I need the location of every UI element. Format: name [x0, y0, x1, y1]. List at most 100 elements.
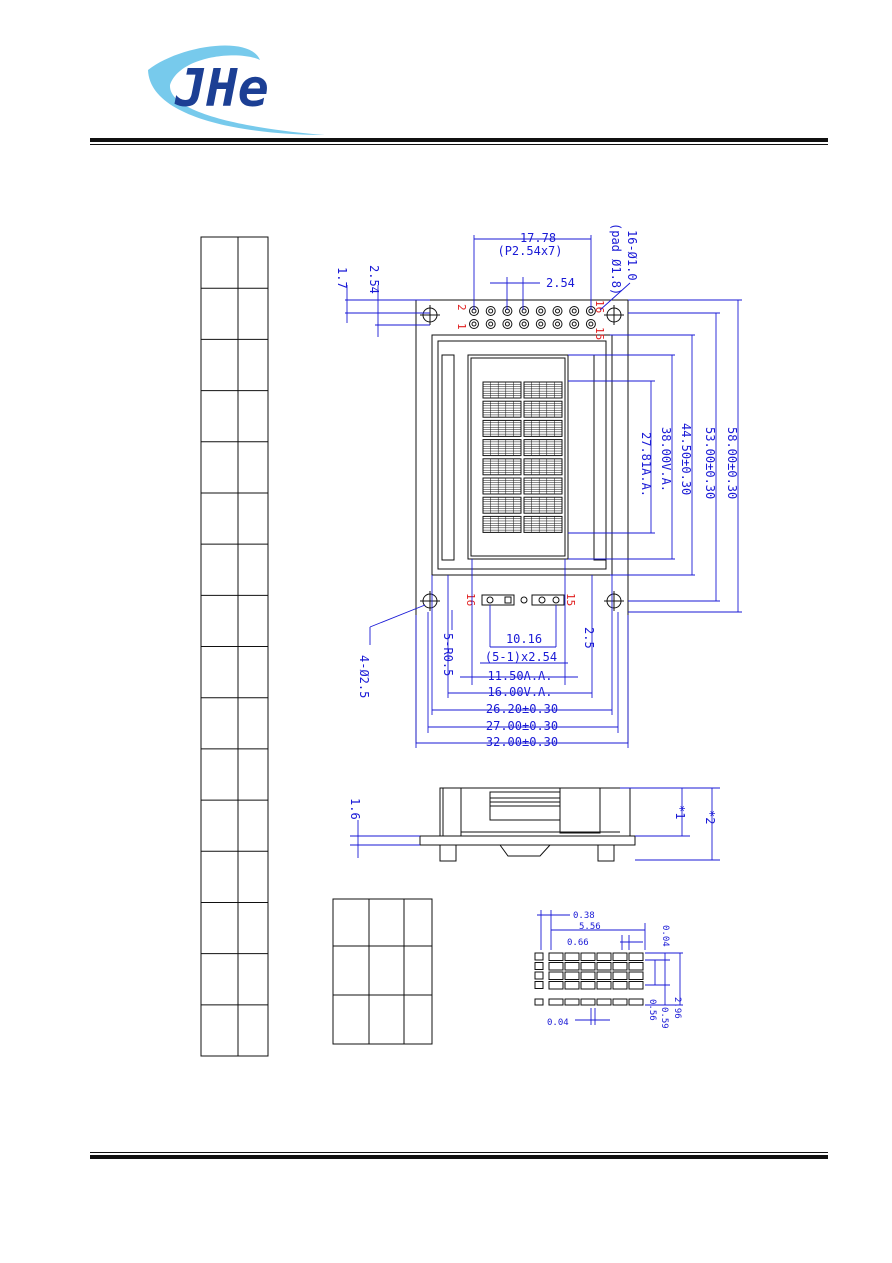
detail-dot — [548, 952, 564, 961]
pin-hole — [538, 308, 544, 314]
char-cell — [523, 496, 563, 514]
pin-hole — [571, 308, 577, 314]
pin-hole — [471, 321, 477, 327]
dim-1-7: 1.7 — [335, 267, 349, 289]
detail-dot — [564, 962, 580, 971]
detail-dot — [628, 962, 644, 971]
char-cell — [523, 515, 563, 533]
header-rule-thin — [90, 144, 828, 145]
dim-2-96: 2.96 — [672, 997, 682, 1019]
dim-0-04-top: 0.04 — [660, 925, 670, 947]
detail-dot — [580, 971, 596, 980]
pin-16-label: 16 — [593, 300, 606, 313]
char-cell — [482, 439, 522, 457]
detail-dot — [534, 952, 544, 961]
detail-dot — [612, 998, 628, 1006]
pad-diameter-label: (pad Ø1.8) — [609, 223, 623, 295]
dot-detail-drawing: 0.38 5.56 0.66 0.04 0.56 0.59 2.96 0.04 — [534, 910, 683, 1029]
bezel-outline — [431, 334, 613, 576]
logo-swoosh — [148, 45, 325, 135]
pin-pad — [535, 306, 546, 316]
viewing-area — [467, 354, 569, 560]
dim-27: 27.00±0.30 — [486, 719, 558, 733]
dim-44-5: 44.50±0.30 — [679, 423, 693, 495]
char-cell — [482, 458, 522, 476]
char-cell — [523, 477, 563, 495]
pin-pad — [469, 319, 479, 329]
footer-rule — [90, 1152, 828, 1153]
detail-dot — [596, 962, 612, 971]
char-cell — [482, 400, 522, 418]
pin-15-label: 15 — [593, 327, 606, 340]
pin-hole — [521, 321, 527, 327]
pin-table — [200, 236, 269, 1057]
pin-pad — [552, 319, 563, 329]
front-view-drawing: 2 1 16 15 16 15 17.78 (P2.54x7) 2.54 16-… — [335, 223, 742, 749]
detail-dot — [628, 981, 644, 990]
detail-dot — [534, 998, 544, 1006]
detail-dot — [534, 981, 544, 989]
char-cell — [482, 381, 522, 399]
pin-hole — [555, 321, 560, 327]
char-cell — [482, 515, 522, 533]
pin-pad — [569, 306, 580, 316]
char-cell — [523, 419, 563, 437]
detail-dot — [596, 998, 612, 1006]
pin-16b-label: 16 — [464, 593, 477, 606]
detail-dot — [548, 998, 564, 1006]
dim-star2: *2 — [703, 810, 717, 824]
pin-pad — [535, 319, 546, 329]
char-cell — [523, 381, 563, 399]
pin-hole — [588, 321, 594, 327]
detail-dot — [612, 962, 628, 971]
dim-58: 58.00±0.30 — [725, 427, 739, 499]
detail-dot — [612, 981, 628, 990]
pin-1-label: 1 — [455, 323, 468, 330]
pin-hole — [521, 308, 527, 314]
char-cell — [482, 419, 522, 437]
detail-dot — [580, 998, 596, 1006]
pin-pad — [485, 319, 496, 329]
pin-hole — [504, 321, 510, 327]
detail-dot — [612, 971, 628, 980]
detail-dot — [548, 971, 564, 980]
pin-2-label: 2 — [455, 304, 468, 311]
pin-pad — [569, 319, 580, 329]
dim-17-78: 17.78 — [520, 231, 556, 245]
dim-2-54-left: 2.54 — [367, 265, 381, 294]
dim-10-16: 10.16 — [506, 632, 542, 646]
pin-hole — [571, 321, 577, 327]
detail-dot — [628, 952, 644, 961]
detail-dot — [596, 981, 612, 990]
detail-dot — [580, 952, 596, 961]
detail-dot — [564, 981, 580, 990]
pin-pad — [502, 319, 513, 329]
logo-text: JHe — [174, 59, 269, 119]
dim-5-56: 5.56 — [579, 922, 601, 932]
char-cell — [482, 496, 522, 514]
dim-0-66: 0.66 — [567, 938, 589, 948]
dim-2-5: 2.5 — [582, 627, 596, 649]
dim-star1: *1 — [673, 805, 687, 819]
dim-11-5: 11.50A.A. — [487, 669, 552, 683]
detail-dot — [548, 981, 564, 990]
dim-32: 32.00±0.30 — [486, 735, 558, 749]
detail-dot — [564, 952, 580, 961]
pin-pad — [519, 306, 530, 316]
char-cell — [523, 439, 563, 457]
dim-0-59: 0.59 — [659, 1007, 669, 1029]
detail-dot — [548, 962, 564, 971]
pad-count-label: 16-Ø1.0 — [625, 230, 639, 281]
header-rule — [90, 138, 828, 142]
footer-rule-thick — [90, 1155, 828, 1159]
pin-pad — [485, 306, 496, 316]
pin-hole — [538, 321, 544, 327]
detail-dot — [596, 952, 612, 961]
detail-dot — [612, 952, 628, 961]
dim-2-54: 2.54 — [546, 276, 575, 290]
detail-dot — [628, 971, 644, 980]
spec-table — [332, 898, 433, 1045]
dim-53: 53.00±0.30 — [703, 427, 717, 499]
detail-dot — [628, 998, 644, 1006]
dim-27-81: 27.81A.A. — [639, 432, 653, 497]
